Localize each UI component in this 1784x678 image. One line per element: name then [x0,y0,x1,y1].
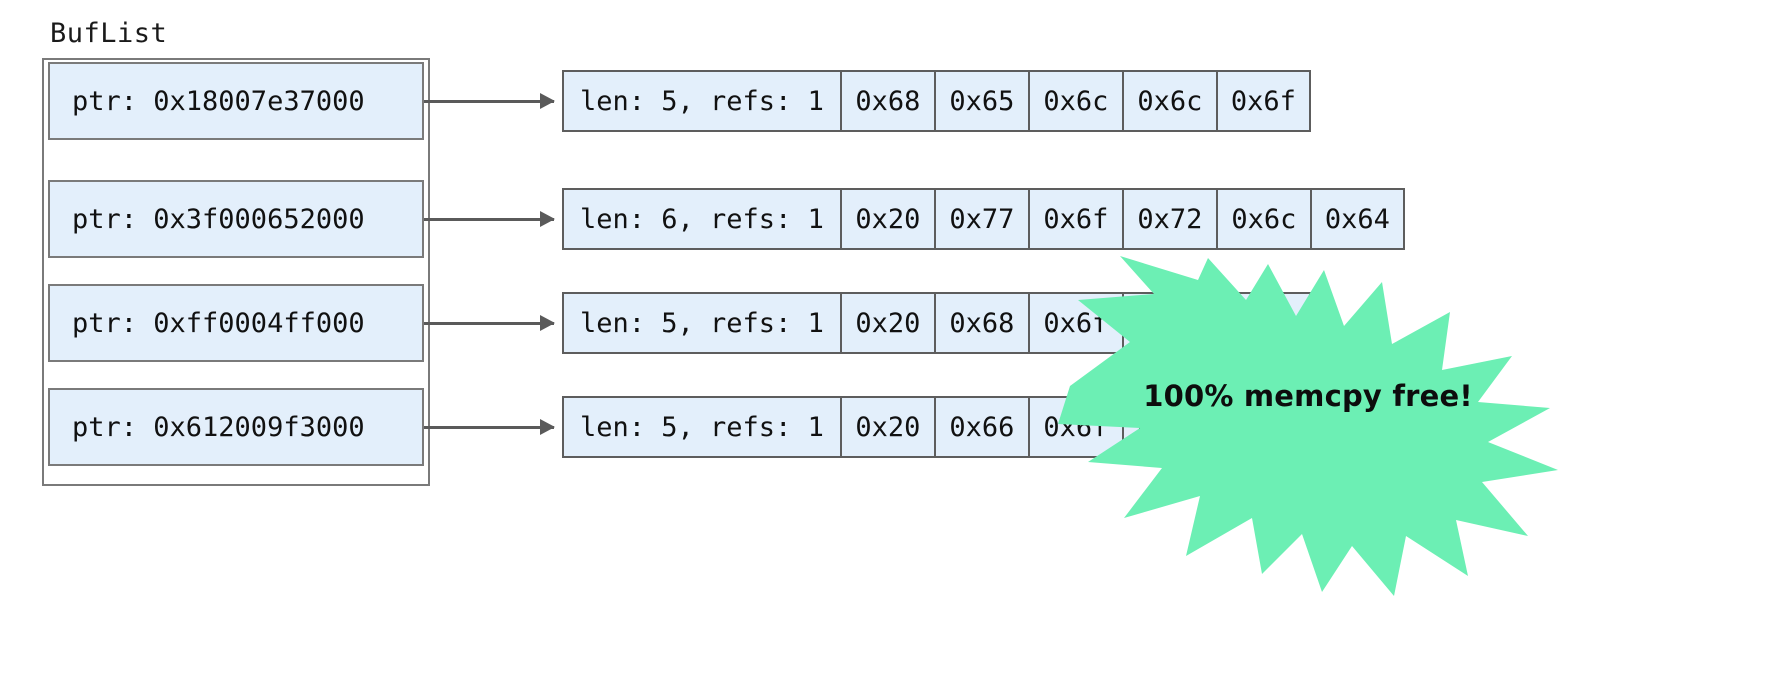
buffer-byte-cell: 0x6c [1216,188,1311,250]
buffer-byte-cell: 0x6f [1028,292,1123,354]
buffer-header-cell: len: 5, refs: 1 [562,70,841,132]
buffer-byte-cell: 0x6f [1028,188,1123,250]
buffer-byte-cell: 0x64 [1310,188,1405,250]
buflist-entry[interactable]: ptr: 0x18007e37000 [48,62,424,140]
pointer-arrow-icon [424,419,555,435]
starburst-badge-label: 100% memcpy free! [1143,379,1473,413]
buffer-byte-cell: 0x20 [1216,292,1311,354]
buffer-byte-cell: 0x77 [934,188,1029,250]
buflist-entry-ptr-label: ptr: 0x612009f3000 [72,411,365,443]
buffer-byte-cell: 0x6f [1216,70,1311,132]
pointer-arrow-icon [424,315,555,331]
buffer-byte-cell: 0x6c [1122,70,1217,132]
buffer-byte-cell: 0x68 [840,70,935,132]
buflist-entry-ptr-label: ptr: 0xff0004ff000 [72,307,365,339]
buffer-byte-cell: 0x65 [934,70,1029,132]
buflist-entry[interactable]: ptr: 0x612009f3000 [48,388,424,466]
buffer-byte-cell: 0x20 [840,188,935,250]
buffer-row: len: 5, refs: 1 0x20 0x68 0x6f 0x77 0x20 [562,292,1311,354]
buffer-byte-cell: 0x6c [1028,70,1123,132]
buffer-header-cell: len: 5, refs: 1 [562,396,841,458]
buflist-entry-ptr-label: ptr: 0x3f000652000 [72,203,365,235]
buffer-byte-cell: 0x20 [840,396,935,458]
buffer-byte-cell: 0x20 [840,292,935,354]
buflist-entry[interactable]: ptr: 0xff0004ff000 [48,284,424,362]
buffer-row: len: 6, refs: 1 0x20 0x77 0x6f 0x72 0x6c… [562,188,1405,250]
buffer-header-cell: len: 5, refs: 1 [562,292,841,354]
pointer-arrow-icon [424,93,555,109]
buflist-entry[interactable]: ptr: 0x3f000652000 [48,180,424,258]
buflist-title: BufList [50,18,168,49]
buffer-header-cell: len: 6, refs: 1 [562,188,841,250]
pointer-arrow-icon [424,211,555,227]
buffer-byte-cell: 0x72 [1122,188,1217,250]
buffer-byte-cell: 0x77 [1122,292,1217,354]
buffer-row: len: 5, refs: 1 0x68 0x65 0x6c 0x6c 0x6f [562,70,1311,132]
buffer-byte-cell: 0x68 [934,292,1029,354]
buffer-byte-cell: 0x66 [934,396,1029,458]
buflist-entry-ptr-label: ptr: 0x18007e37000 [72,85,365,117]
